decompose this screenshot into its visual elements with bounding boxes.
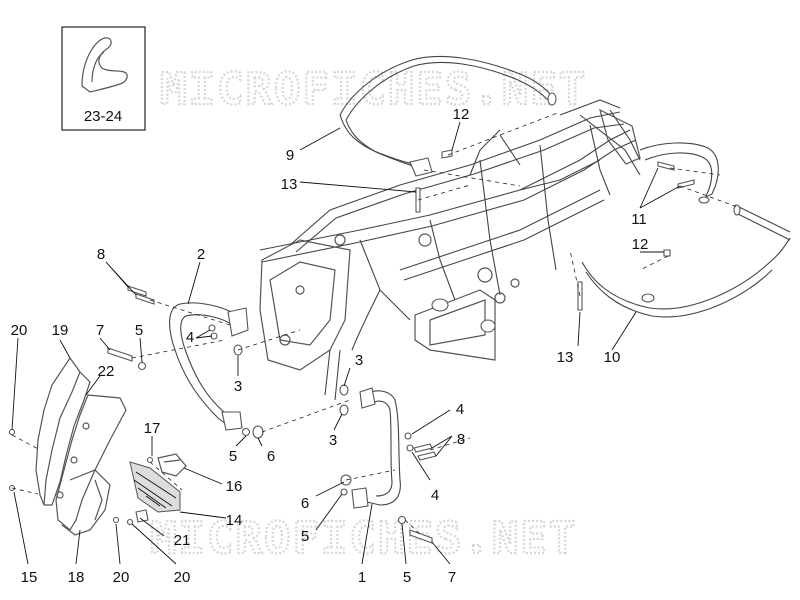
callout-3-left: 3 <box>234 378 242 395</box>
callout-16: 16 <box>226 478 243 495</box>
part-21-clip <box>135 509 149 523</box>
callout-8-left: 8 <box>97 246 105 263</box>
callout-10: 10 <box>604 349 621 366</box>
watermark-top: MICROFICHES.NET <box>160 64 587 115</box>
main-frame <box>259 99 641 401</box>
callout-6-mid: 6 <box>267 448 275 465</box>
callout-5-bottom: 5 <box>403 569 411 586</box>
callout-18: 18 <box>68 569 85 586</box>
callout-12-top: 12 <box>453 106 470 123</box>
callout-20-bottom-right: 20 <box>174 569 191 586</box>
part-9-top-bar <box>339 55 557 177</box>
watermark-bottom: MICROFICHES.NET <box>150 513 577 564</box>
callout-4-left: 4 <box>186 329 194 346</box>
callout-5-low: 5 <box>301 528 309 545</box>
callout-5-mid: 5 <box>229 448 237 465</box>
callout-13-top: 13 <box>281 176 298 193</box>
callout-20-left: 20 <box>11 322 28 339</box>
callout-14: 14 <box>226 512 243 529</box>
callout-4-right: 4 <box>456 401 464 418</box>
callout-3-low: 3 <box>329 432 337 449</box>
callout-7-bottom: 7 <box>448 569 456 586</box>
callout-13-right: 13 <box>557 349 574 366</box>
callouts: 9 12 13 11 12 13 10 8 2 20 19 7 5 4 3 3 … <box>11 106 649 586</box>
callout-6-low: 6 <box>301 495 309 512</box>
callout-15: 15 <box>21 569 38 586</box>
callout-11: 11 <box>631 211 647 228</box>
part-14-grill <box>129 461 181 513</box>
part-2-crash-bar <box>169 302 249 431</box>
callout-22: 22 <box>98 363 115 380</box>
callout-2: 2 <box>197 246 205 263</box>
callout-21: 21 <box>174 532 191 549</box>
callout-9: 9 <box>286 147 294 164</box>
callout-1: 1 <box>358 569 366 586</box>
side-covers <box>35 356 127 536</box>
callout-4-low: 4 <box>431 487 439 504</box>
callout-17: 17 <box>144 420 161 437</box>
callout-3-mid: 3 <box>355 352 363 369</box>
part-10-rear-bar <box>581 237 791 318</box>
callout-20-bottom: 20 <box>113 569 130 586</box>
assembly-lines <box>11 111 741 535</box>
part-1-crash-bar <box>351 387 401 509</box>
part-16-bracket <box>157 453 187 477</box>
fasteners <box>8 149 695 544</box>
callout-19: 19 <box>52 322 69 339</box>
callout-12-right: 12 <box>632 236 649 253</box>
inset-box-23-24: 23-24 <box>61 26 146 131</box>
leader-lines <box>11 121 681 565</box>
callout-5-left: 5 <box>135 322 143 339</box>
callout-7-left: 7 <box>96 322 104 339</box>
callout-8-right: 8 <box>457 431 465 448</box>
inset-label: 23-24 <box>84 108 122 125</box>
cover-part-icon <box>81 37 128 93</box>
part-11-rear-bar <box>639 142 791 241</box>
